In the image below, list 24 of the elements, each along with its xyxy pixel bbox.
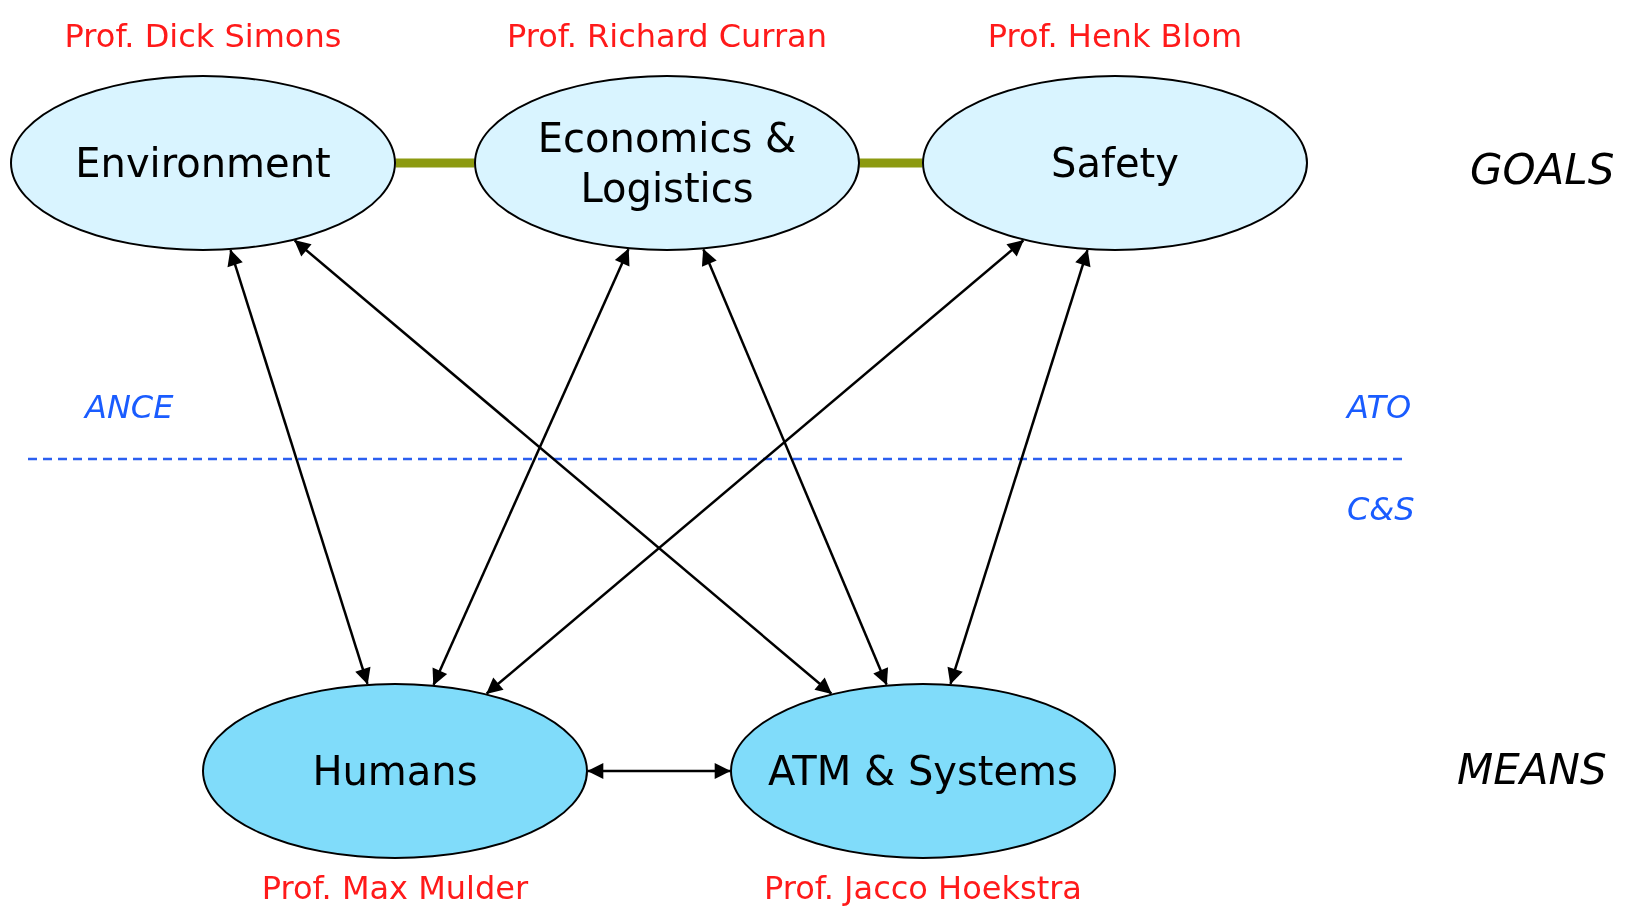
connector-bar xyxy=(396,158,474,168)
row-heading: MEANS xyxy=(1457,745,1607,794)
node-label: Humans xyxy=(312,747,478,796)
group-label: ATO xyxy=(1347,388,1412,426)
professor-name: Prof. Dick Simons xyxy=(63,17,343,55)
node-label: Economics & Logistics xyxy=(536,114,798,213)
connector-bar xyxy=(860,158,922,168)
arrow xyxy=(485,239,1025,695)
professor-name: Prof. Jacco Hoekstra xyxy=(763,869,1083,907)
arrow xyxy=(947,249,1091,685)
node-label: Safety xyxy=(1051,139,1179,188)
professor-name: Prof. Richard Curran xyxy=(506,17,828,55)
row-heading: GOALS xyxy=(1470,145,1615,194)
professor-name: Prof. Max Mulder xyxy=(260,869,530,907)
arrow xyxy=(432,248,630,686)
arrow xyxy=(701,248,889,686)
node-label: Environment xyxy=(75,139,331,188)
group-label: C&S xyxy=(1347,490,1415,528)
node-label: ATM & Systems xyxy=(768,747,1078,796)
group-label: ANCE xyxy=(85,388,174,426)
arrow xyxy=(227,249,371,685)
arrow xyxy=(293,239,833,695)
professor-name: Prof. Henk Blom xyxy=(986,17,1244,55)
arrow xyxy=(587,763,731,779)
